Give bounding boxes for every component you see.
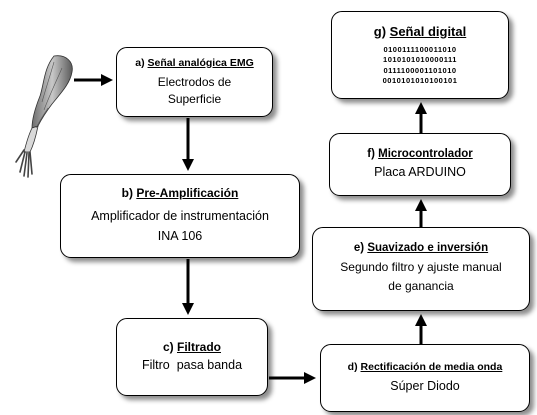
binary-line: 0100111100011010 [383, 44, 457, 54]
box-emg-signal: a) Señal analógica EMG Electrodos de Sup… [116, 47, 273, 117]
box-line: Filtro pasa banda [141, 358, 243, 372]
box-title-text: Pre-Amplificación [136, 186, 239, 200]
box-letter: f) [367, 148, 375, 160]
binary-line: 0010101010100101 [382, 76, 458, 85]
box-title-text: Rectificación de media onda [360, 361, 503, 373]
box-smoothing-inversion: e) Suavizado e inversión Segundo filtro … [312, 227, 530, 311]
box-line: Superficie [167, 91, 222, 106]
box-title-text: Señal digital [389, 23, 467, 39]
box-line: Súper Diodo [390, 379, 460, 393]
box-title: e) Suavizado e inversión [354, 242, 488, 254]
arm-muscle-icon [15, 55, 73, 178]
binary-line: 1010101010000111 [383, 55, 457, 64]
box-letter: c) [162, 340, 174, 354]
box-title: g) Señal digital [374, 24, 466, 39]
box-letter: g) [373, 23, 387, 39]
box-letter: d) [347, 361, 358, 373]
box-filtering: c) Filtrado Filtro pasa banda [116, 318, 268, 396]
box-line: Placa ARDUINO [374, 165, 466, 179]
box-letter: b) [121, 186, 133, 200]
binary-line: 0111100001101010 [383, 65, 457, 75]
box-letter: e) [353, 242, 365, 254]
box-line: de ganancia [388, 279, 454, 293]
box-title: a) Señal analógica EMG [135, 57, 253, 69]
box-title: c) Filtrado [163, 340, 221, 354]
box-line: Amplificador de instrumentación [91, 209, 269, 223]
box-line: INA 106 [157, 229, 203, 243]
box-title: f) Microcontrolador [367, 148, 472, 160]
box-title-text: Filtrado [177, 340, 221, 354]
box-rectification: d) Rectificación de media onda Súper Dio… [320, 344, 530, 412]
box-line: Electrodos de [157, 74, 232, 89]
box-title-text: Suavizado e inversión [367, 242, 489, 254]
box-pre-amplification: b) Pre-Amplificación Amplificador de ins… [60, 174, 300, 258]
box-title: d) Rectificación de media onda [348, 361, 503, 373]
box-digital-signal: g) Señal digital 0100111100011010 101010… [331, 11, 509, 99]
box-letter: a) [135, 56, 145, 69]
box-microcontroller: f) Microcontrolador Placa ARDUINO [329, 133, 511, 196]
box-title: b) Pre-Amplificación [122, 186, 239, 200]
box-title-text: Señal analógica EMG [147, 56, 254, 69]
box-title-text: Microcontrolador [378, 148, 473, 160]
box-line: Segundo filtro y ajuste manual [340, 260, 502, 274]
